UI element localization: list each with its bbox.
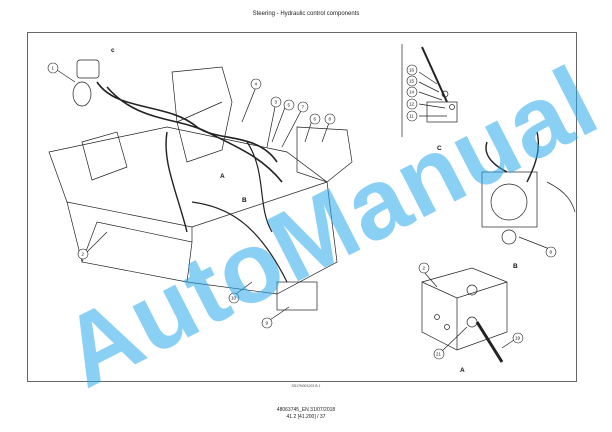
callout-15: 15 — [409, 79, 415, 84]
hose-main — [96, 81, 278, 163]
callout-10: 10 — [231, 296, 237, 301]
page-footer: 48063745_EN 31/07/2018 41.2 [41.200] / 3… — [0, 407, 612, 420]
steering-unit — [72, 81, 92, 107]
chassis-frame — [48, 126, 338, 295]
callout-b-8: 8 — [550, 250, 553, 255]
callout-21: 21 — [436, 352, 442, 357]
upper-bracket — [171, 66, 233, 163]
hydraulic-diagram: 1 4 3 5 7 6 8 2 10 9 2 21 19 8 16 15 14 … — [47, 44, 576, 374]
inline-label-c: c — [111, 47, 115, 54]
callout-12: 12 — [409, 102, 415, 107]
right-bracket — [296, 126, 353, 183]
callout-3: 3 — [275, 100, 278, 105]
inset-a-block — [421, 267, 508, 351]
document-reference: 48063745_EN 31/07/2018 — [276, 407, 336, 413]
figure-code: SS17N001203 B 1 — [291, 384, 321, 388]
page-number: 41.2 [41.200] / 37 — [286, 413, 326, 420]
valve-block — [276, 281, 318, 311]
callout-14: 14 — [409, 90, 415, 95]
callout-8: 8 — [329, 117, 332, 122]
inline-label-a: A — [220, 173, 225, 180]
callout-6: 6 — [314, 117, 317, 122]
callout-2: 2 — [82, 252, 85, 257]
figure-frame — [27, 32, 577, 382]
view-label-a: A — [460, 367, 465, 374]
page-header-title: Steering - Hydraulic control components — [252, 11, 360, 17]
callout-1: 1 — [52, 66, 55, 71]
callout-11: 11 — [409, 114, 414, 119]
hose-second — [106, 86, 283, 183]
callouts — [47, 62, 557, 360]
callout-7: 7 — [302, 105, 305, 110]
view-label-c: C — [437, 145, 442, 152]
callout-9: 9 — [266, 321, 269, 326]
callout-19: 19 — [515, 336, 521, 341]
inline-label-b: B — [242, 197, 247, 204]
callout-5: 5 — [288, 103, 291, 108]
callout-a-2: 2 — [423, 266, 426, 271]
inset-b-body — [481, 171, 538, 228]
view-label-b: B — [513, 263, 518, 270]
callout-4: 4 — [255, 82, 258, 87]
callout-16: 16 — [409, 68, 415, 73]
